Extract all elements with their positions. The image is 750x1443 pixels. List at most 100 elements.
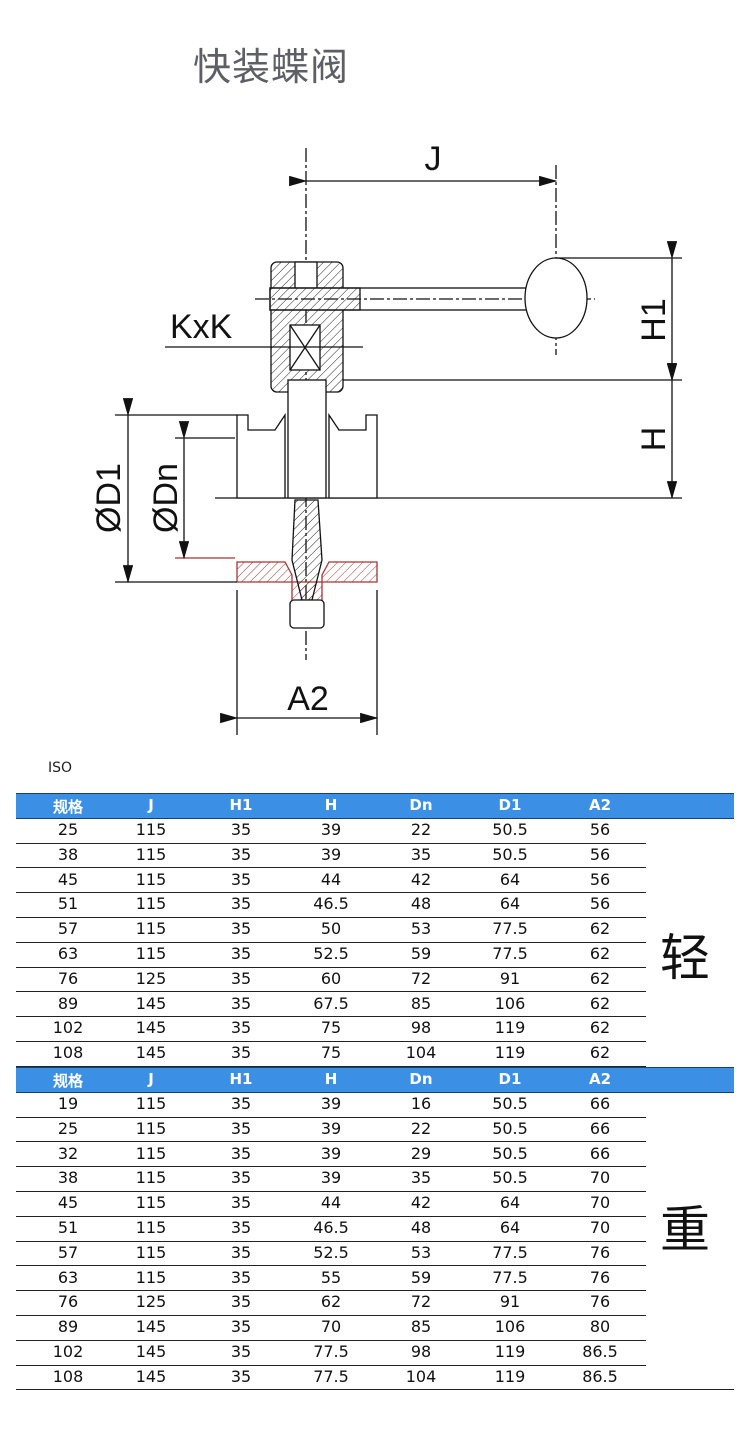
dim-label-h: H — [635, 427, 673, 452]
table-cell: 115 — [135, 919, 167, 939]
table-cell: 50.5 — [492, 1168, 528, 1188]
table-cell: 72 — [410, 968, 432, 988]
column-header: H1 — [229, 1070, 253, 1088]
table-cell: 63 — [57, 944, 79, 963]
table-cell: 89 — [57, 993, 79, 1013]
table-cell: 35 — [230, 894, 252, 914]
table-cell: 38 — [57, 844, 79, 864]
heavy-series-label: 重 — [660, 1201, 710, 1259]
table-cell: 62 — [589, 919, 611, 939]
dim-label-j: J — [425, 140, 442, 178]
table-cell: 145 — [135, 1043, 167, 1063]
table-cell: 35 — [230, 1018, 252, 1038]
page-title: 快装蝶阀 — [193, 45, 350, 89]
column-header: 规格 — [52, 798, 84, 816]
table-cell: 115 — [135, 1118, 167, 1138]
table-cell: 76 — [589, 1292, 611, 1312]
table-cell: 66 — [589, 1118, 611, 1138]
table-cell: 86.5 — [582, 1342, 618, 1361]
table-cell: 39 — [320, 1094, 342, 1113]
table-cell: 62 — [589, 993, 611, 1013]
table-cell: 35 — [230, 1094, 252, 1113]
table-cell: 145 — [135, 1018, 167, 1038]
table-cell: 77.5 — [492, 1242, 528, 1262]
column-header: 规格 — [52, 1072, 84, 1090]
table-cell: 119 — [494, 1018, 526, 1038]
standard-label: ISO — [48, 760, 73, 776]
table-cell: 125 — [135, 968, 167, 988]
table-cell: 77.5 — [492, 919, 528, 939]
table-cell: 62 — [589, 944, 611, 963]
table-cell: 62 — [589, 1018, 611, 1038]
table-cell: 70 — [589, 1218, 611, 1237]
column-header: J — [148, 796, 154, 814]
table-cell: 64 — [499, 1193, 521, 1213]
table-cell: 59 — [410, 944, 432, 963]
table-cell: 104 — [405, 1043, 437, 1063]
table-cell: 76 — [57, 968, 79, 988]
table-cell: 35 — [230, 1168, 252, 1188]
table-cell: 42 — [410, 869, 432, 889]
table-cell: 91 — [499, 968, 521, 988]
table-cell: 44 — [320, 869, 342, 889]
table-cell: 76 — [57, 1292, 79, 1312]
table-cell: 35 — [230, 1143, 252, 1163]
table-cell: 56 — [589, 869, 611, 889]
table-cell: 35 — [230, 1342, 252, 1361]
table-cell: 22 — [410, 820, 432, 839]
dim-label-h1: H1 — [635, 298, 673, 341]
table-cell: 50.5 — [492, 820, 528, 839]
table-cell: 39 — [320, 1168, 342, 1188]
table-cell: 35 — [230, 944, 252, 963]
column-header: A2 — [588, 796, 612, 814]
table-cell: 35 — [230, 820, 252, 839]
table-cell: 66 — [589, 1143, 611, 1163]
table-cell: 66 — [589, 1094, 611, 1113]
table-cell: 35 — [230, 968, 252, 988]
column-header: J — [148, 1070, 154, 1088]
column-header: D1 — [498, 1070, 522, 1088]
column-header: H1 — [229, 796, 253, 814]
table-cell: 115 — [135, 1143, 167, 1163]
column-header: D1 — [498, 796, 522, 814]
table-cell: 35 — [230, 1317, 252, 1337]
table-cell: 108 — [52, 1043, 84, 1063]
table-cell: 53 — [410, 1242, 432, 1262]
table-cell: 115 — [135, 1242, 167, 1262]
light-series-label: 轻 — [660, 929, 710, 987]
table-cell: 42 — [410, 1193, 432, 1213]
dim-label-d1: ØD1 — [90, 463, 128, 533]
table-cell: 115 — [135, 869, 167, 889]
table-cell: 115 — [135, 844, 167, 864]
valve-drawing: J KxK H1 H ØD1 ØDn A2 — [90, 140, 682, 735]
table-cell: 53 — [410, 919, 432, 939]
table-cell: 77.5 — [492, 1267, 528, 1287]
table-cell: 70 — [320, 1317, 342, 1337]
table-cell: 48 — [410, 894, 432, 914]
table-cell: 115 — [135, 944, 167, 963]
table-cell: 45 — [57, 869, 79, 889]
table-cell: 75 — [320, 1043, 342, 1063]
table-cell: 51 — [57, 894, 79, 914]
table-cell: 56 — [589, 844, 611, 864]
table-cell: 115 — [135, 1218, 167, 1237]
table-cell: 86.5 — [582, 1366, 618, 1386]
table-cell: 57 — [57, 1242, 79, 1262]
table-cell: 108 — [52, 1366, 84, 1386]
column-header: Dn — [409, 1070, 433, 1088]
table-cell: 64 — [499, 894, 521, 914]
table-cell: 62 — [589, 968, 611, 988]
valve-stem — [287, 379, 327, 499]
table-cell: 35 — [230, 1118, 252, 1138]
table-cell: 119 — [494, 1366, 526, 1386]
table-cell: 52.5 — [313, 944, 349, 963]
